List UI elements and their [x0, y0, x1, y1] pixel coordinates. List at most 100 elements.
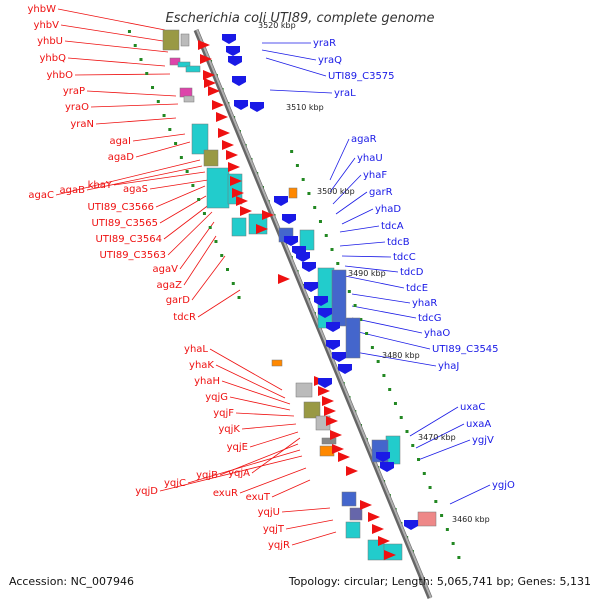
track-dot [313, 206, 317, 209]
left-label-leader [209, 348, 283, 391]
gene-label-right: yhaO [424, 328, 450, 339]
forward-gene-arrow [208, 86, 220, 96]
gene-label-left: UTI89_C3564 [95, 234, 162, 245]
track-dot [185, 170, 189, 173]
gene-label-right: yhaU [357, 153, 383, 164]
label-lines [55, 8, 491, 546]
gene-label-left: yqjT [263, 524, 285, 535]
track-dot [231, 282, 235, 285]
left-label-leader [132, 133, 186, 142]
left-label-leader [221, 380, 291, 405]
gene-label-left: exuR [213, 488, 238, 499]
cog-feature-box [231, 217, 247, 237]
gene-label-left: yqjA [228, 468, 250, 479]
gene-label-left: yraO [65, 102, 89, 113]
gene-label-right: yhaF [363, 170, 387, 181]
position-tick-label: 3520 kbp [258, 21, 296, 30]
gene-label-right: yraR [313, 38, 336, 49]
left-label-leader [291, 531, 337, 546]
forward-gene-arrow [384, 550, 396, 560]
left-label-leader [241, 423, 297, 430]
right-label-leader [341, 208, 374, 225]
reverse-gene-arrow [376, 452, 390, 462]
gene-label-left: yqjB [196, 470, 218, 481]
reverse-gene-arrow [302, 262, 316, 272]
genome-backbone-highlight [196, 29, 432, 599]
cog-feature-box [319, 445, 335, 457]
gene-label-left: yqjE [227, 442, 248, 453]
right-label-leader [449, 484, 491, 505]
gene-label-left: yhbW [28, 4, 57, 15]
gene-label-left: yqjC [164, 478, 186, 489]
forward-gene-arrow [360, 500, 372, 510]
left-label-leader [281, 507, 331, 513]
feature-tracks [162, 29, 437, 561]
cog-feature-box [203, 149, 219, 167]
reverse-gene-arrow [232, 76, 246, 86]
forward-gene-arrow [346, 466, 358, 476]
gene-label-right: UTI89_C3545 [432, 344, 499, 355]
track-dot [307, 192, 311, 195]
cog-feature-box [271, 359, 283, 367]
left-label-leader [235, 412, 295, 417]
gene-label-left: yhaH [194, 376, 220, 387]
track-dot [353, 304, 357, 307]
reverse-gene-arrow [380, 462, 394, 472]
track-dot [225, 268, 229, 271]
left-label-leader [251, 437, 301, 474]
gene-label-left: UTI89_C3566 [87, 202, 154, 213]
forward-gene-arrow [330, 430, 342, 440]
track-dot [197, 198, 201, 201]
gene-label-right: yhaD [375, 204, 401, 215]
reverse-gene-arrow [234, 100, 248, 110]
left-label-leader [239, 467, 307, 494]
cog-feature-box [179, 87, 193, 98]
reverse-gene-arrow [326, 340, 340, 350]
right-label-leader [265, 57, 327, 77]
left-label-leader [271, 479, 311, 498]
track-dot [208, 226, 212, 229]
map-title: Escherichia coli UTI89, complete genome [166, 11, 435, 26]
track-dot [347, 290, 351, 293]
forward-gene-arrow [236, 196, 248, 206]
forward-gene-arrow [226, 150, 238, 160]
track-dot [440, 514, 444, 517]
right-label-leader [329, 138, 350, 181]
left-label-leader [215, 364, 286, 399]
gene-label-left: yraP [63, 86, 85, 97]
track-dot [336, 262, 340, 265]
gene-label-right: yraL [334, 88, 356, 99]
gene-label-left: yqjR [268, 540, 290, 551]
track-dot [434, 500, 438, 503]
gene-label-left: yraN [70, 119, 94, 130]
track-dot [318, 220, 322, 223]
reverse-gene-arrow [282, 214, 296, 224]
track-dot [202, 212, 206, 215]
reverse-gene-arrow [296, 252, 310, 262]
track-dot [162, 114, 166, 117]
gene-labels-left: yhbWyhbVyhbUyhbQyhbOyraPyraOyraNagaIagaD… [28, 4, 291, 551]
gene-label-left: agaD [108, 152, 135, 163]
reverse-gene-arrow [304, 282, 318, 292]
cog-feature-box [162, 29, 180, 51]
forward-gene-arrow [378, 536, 390, 546]
left-label-leader [113, 171, 206, 186]
right-label-leader [339, 241, 386, 247]
right-label-leader [351, 317, 423, 334]
forward-gene-arrow [222, 140, 234, 150]
forward-gene-arrow [216, 112, 228, 122]
genome-stats-text: Topology: circular; Length: 5,065,741 bp… [288, 575, 591, 588]
gene-label-left: yhbO [47, 70, 74, 81]
left-label-leader [74, 73, 171, 76]
right-label-leader [269, 89, 333, 94]
forward-gene-arrow [228, 162, 240, 172]
right-label-leader [351, 305, 417, 319]
track-dot [422, 472, 426, 475]
left-label-leader [55, 159, 201, 196]
right-label-leader [341, 255, 392, 258]
left-label-leader [167, 211, 213, 256]
position-tick-label: 3490 kbp [348, 269, 386, 278]
track-dot [214, 240, 218, 243]
right-label-leader [415, 423, 465, 449]
left-label-leader [191, 255, 226, 301]
